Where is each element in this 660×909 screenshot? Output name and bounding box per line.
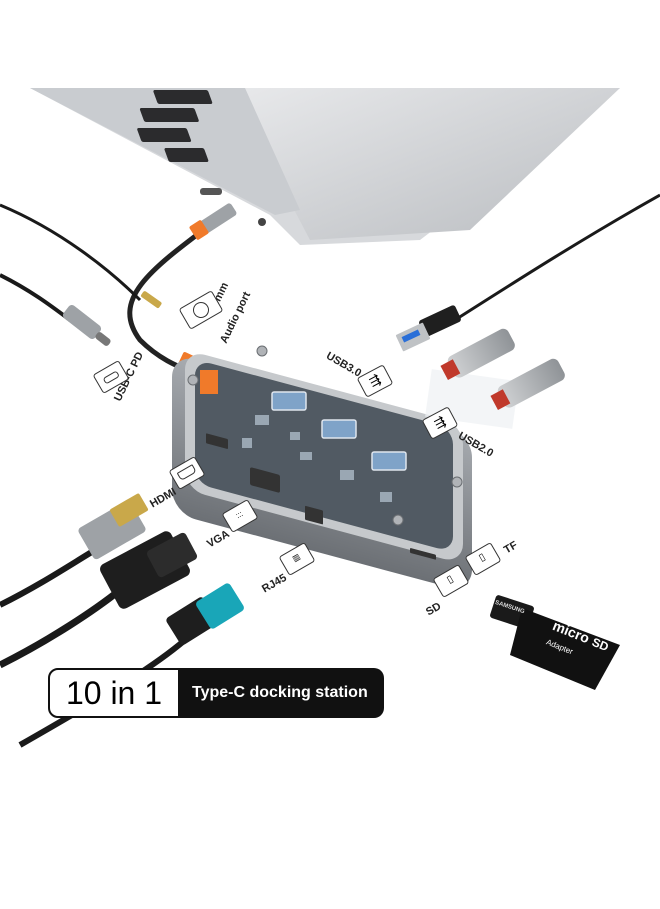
laptop: [30, 88, 620, 245]
banner-count: 10 in 1: [48, 668, 180, 718]
vga-cable: [0, 531, 198, 669]
hdmi-cable: [0, 493, 148, 608]
product-banner: 10 in 1 Type-C docking station: [48, 668, 384, 718]
usb-c-pd-cable: [0, 273, 111, 346]
banner-product-name: Type-C docking station: [180, 668, 384, 718]
audio-cable: [0, 203, 162, 308]
sd-card: [490, 595, 620, 690]
usb-flash-drives: [425, 328, 565, 429]
rj45-cable: [18, 583, 244, 748]
usb3-cable: [395, 193, 660, 352]
docking-hub: [172, 345, 472, 588]
